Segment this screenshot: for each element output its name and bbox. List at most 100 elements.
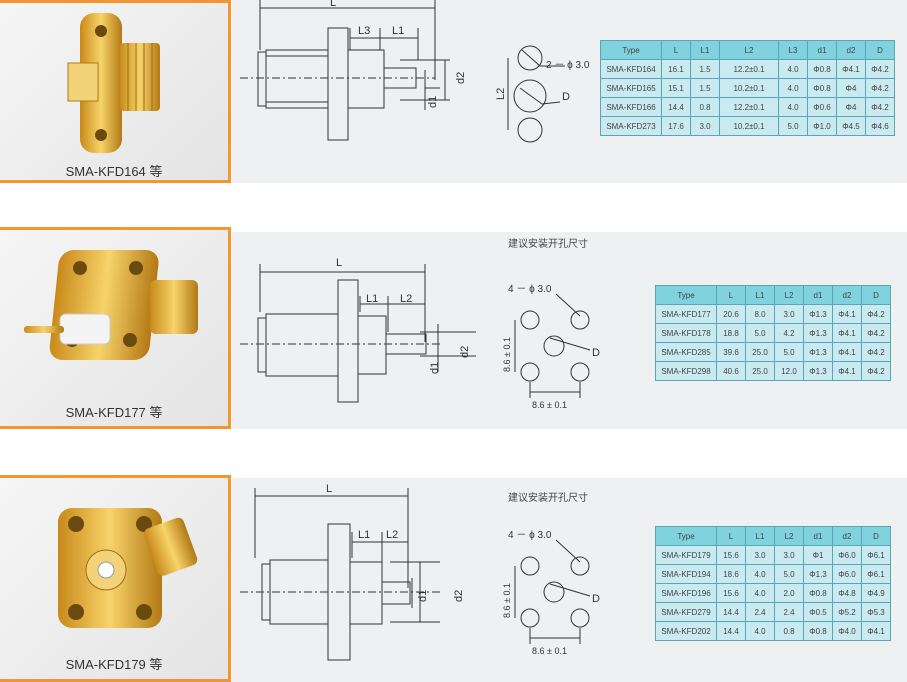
table-cell: 3.0 bbox=[745, 545, 775, 565]
column-header: Type bbox=[600, 40, 662, 60]
table-cell: 4.0 bbox=[745, 583, 775, 603]
connector-image bbox=[24, 250, 198, 360]
connector-image bbox=[58, 508, 198, 628]
table-cell: 14.4 bbox=[716, 621, 746, 641]
dim-d2: d2 bbox=[455, 72, 467, 84]
column-header: L2 bbox=[774, 285, 804, 305]
table-cell: 12.0 bbox=[774, 361, 804, 381]
table-cell: SMA-KFD179 bbox=[655, 545, 717, 565]
dim-L1: L1 bbox=[366, 293, 378, 305]
table-cell: SMA-KFD279 bbox=[655, 602, 717, 622]
table-cell: SMA-KFD196 bbox=[655, 583, 717, 603]
table-cell: 4.0 bbox=[778, 59, 808, 79]
table-cell: SMA-KFD298 bbox=[655, 361, 717, 381]
table-cell: Φ4.6 bbox=[865, 116, 895, 136]
table-cell: Φ0.8 bbox=[807, 78, 837, 98]
table-cell: Φ1 bbox=[803, 545, 833, 565]
mounting-hole-note: 建议安装开孔尺寸 bbox=[508, 493, 588, 504]
table-cell: Φ1.3 bbox=[803, 342, 833, 362]
table-cell: Φ4.0 bbox=[832, 621, 862, 641]
table-cell: 14.4 bbox=[716, 602, 746, 622]
technical-drawing-1: L L3 L1 d2 d1 L2 2 － ϕ 3.0 D bbox=[240, 0, 590, 143]
column-header: L2 bbox=[719, 40, 779, 60]
table-cell: 17.6 bbox=[661, 116, 691, 136]
table-cell: SMA-KFD165 bbox=[600, 78, 662, 98]
dim-L1: L1 bbox=[358, 529, 370, 541]
column-header: d1 bbox=[803, 526, 833, 546]
table-cell: Φ4.2 bbox=[865, 97, 895, 117]
table-cell: Φ6.0 bbox=[832, 545, 862, 565]
product-row-2: SMA-KFD177 等 bbox=[0, 227, 907, 429]
table-cell: 25.0 bbox=[745, 342, 775, 362]
table-cell: 25.0 bbox=[745, 361, 775, 381]
table-cell: Φ4.1 bbox=[861, 621, 891, 641]
table-cell: 8.0 bbox=[745, 304, 775, 324]
column-header: D bbox=[861, 526, 891, 546]
dim-L2: L2 bbox=[495, 88, 507, 100]
technical-drawing-2: L L1 L2 d2 d1 8.6 ± 0.1 8.6 ± 0.1 4 － ϕ … bbox=[240, 257, 600, 410]
table-cell: Φ6.1 bbox=[861, 545, 891, 565]
table-cell: Φ4.1 bbox=[832, 361, 862, 381]
table-cell: 14.4 bbox=[661, 97, 691, 117]
table-cell: 5.0 bbox=[774, 342, 804, 362]
table-cell: 2.0 bbox=[774, 583, 804, 603]
table-cell: Φ4.1 bbox=[832, 323, 862, 343]
dim-horizontal: 8.6 ± 0.1 bbox=[532, 400, 567, 410]
table-cell: Φ0.8 bbox=[803, 583, 833, 603]
table-cell: 12.2±0.1 bbox=[719, 59, 779, 79]
column-header: d1 bbox=[807, 40, 837, 60]
table-cell: Φ4.1 bbox=[832, 304, 862, 324]
table-cell: 4.2 bbox=[774, 323, 804, 343]
dim-vertical: 8.6 ± 0.1 bbox=[502, 337, 512, 372]
table-cell: 15.6 bbox=[716, 545, 746, 565]
table-cell: Φ1.3 bbox=[803, 323, 833, 343]
table-cell: 15.1 bbox=[661, 78, 691, 98]
column-header: L1 bbox=[745, 285, 775, 305]
table-cell: 16.1 bbox=[661, 59, 691, 79]
table-cell: Φ1.3 bbox=[803, 564, 833, 584]
dim-L2: L2 bbox=[400, 293, 412, 305]
table-cell: 3.0 bbox=[774, 545, 804, 565]
table-cell: 2.4 bbox=[745, 602, 775, 622]
table-cell: Φ4.2 bbox=[865, 78, 895, 98]
table-cell: 4.0 bbox=[745, 564, 775, 584]
table-cell: Φ4 bbox=[836, 78, 866, 98]
dim-L: L bbox=[330, 0, 336, 9]
table-cell: Φ4.2 bbox=[861, 323, 891, 343]
table-cell: 3.0 bbox=[690, 116, 720, 136]
table-cell: SMA-KFD194 bbox=[655, 564, 717, 584]
product-photo-2: SMA-KFD177 等 bbox=[0, 227, 231, 429]
table-cell: 1.5 bbox=[690, 59, 720, 79]
table-cell: SMA-KFD202 bbox=[655, 621, 717, 641]
table-cell: 18.6 bbox=[716, 564, 746, 584]
table-cell: 4.0 bbox=[745, 621, 775, 641]
column-header: d2 bbox=[832, 285, 862, 305]
column-header: D bbox=[861, 285, 891, 305]
column-header: Type bbox=[655, 285, 717, 305]
table-cell: 5.0 bbox=[745, 323, 775, 343]
dim-L: L bbox=[326, 483, 332, 495]
dim-d1: d1 bbox=[417, 590, 429, 602]
technical-drawing-3: L L1 L2 d2 d1 8.6 ± 0.1 8.6 ± 0.1 4 － ϕ … bbox=[240, 483, 600, 661]
dim-d1: d1 bbox=[427, 96, 439, 108]
product-row-1: SMA-KFD164 等 bbox=[0, 0, 907, 183]
table-cell: Φ4.2 bbox=[861, 361, 891, 381]
table-cell: 10.2±0.1 bbox=[719, 78, 779, 98]
column-header: L1 bbox=[745, 526, 775, 546]
table-cell: Φ4.2 bbox=[865, 59, 895, 79]
table-cell: Φ4.5 bbox=[836, 116, 866, 136]
table-cell: SMA-KFD178 bbox=[655, 323, 717, 343]
table-cell: Φ0.6 bbox=[807, 97, 837, 117]
product-label: SMA-KFD164 等 bbox=[65, 164, 163, 179]
